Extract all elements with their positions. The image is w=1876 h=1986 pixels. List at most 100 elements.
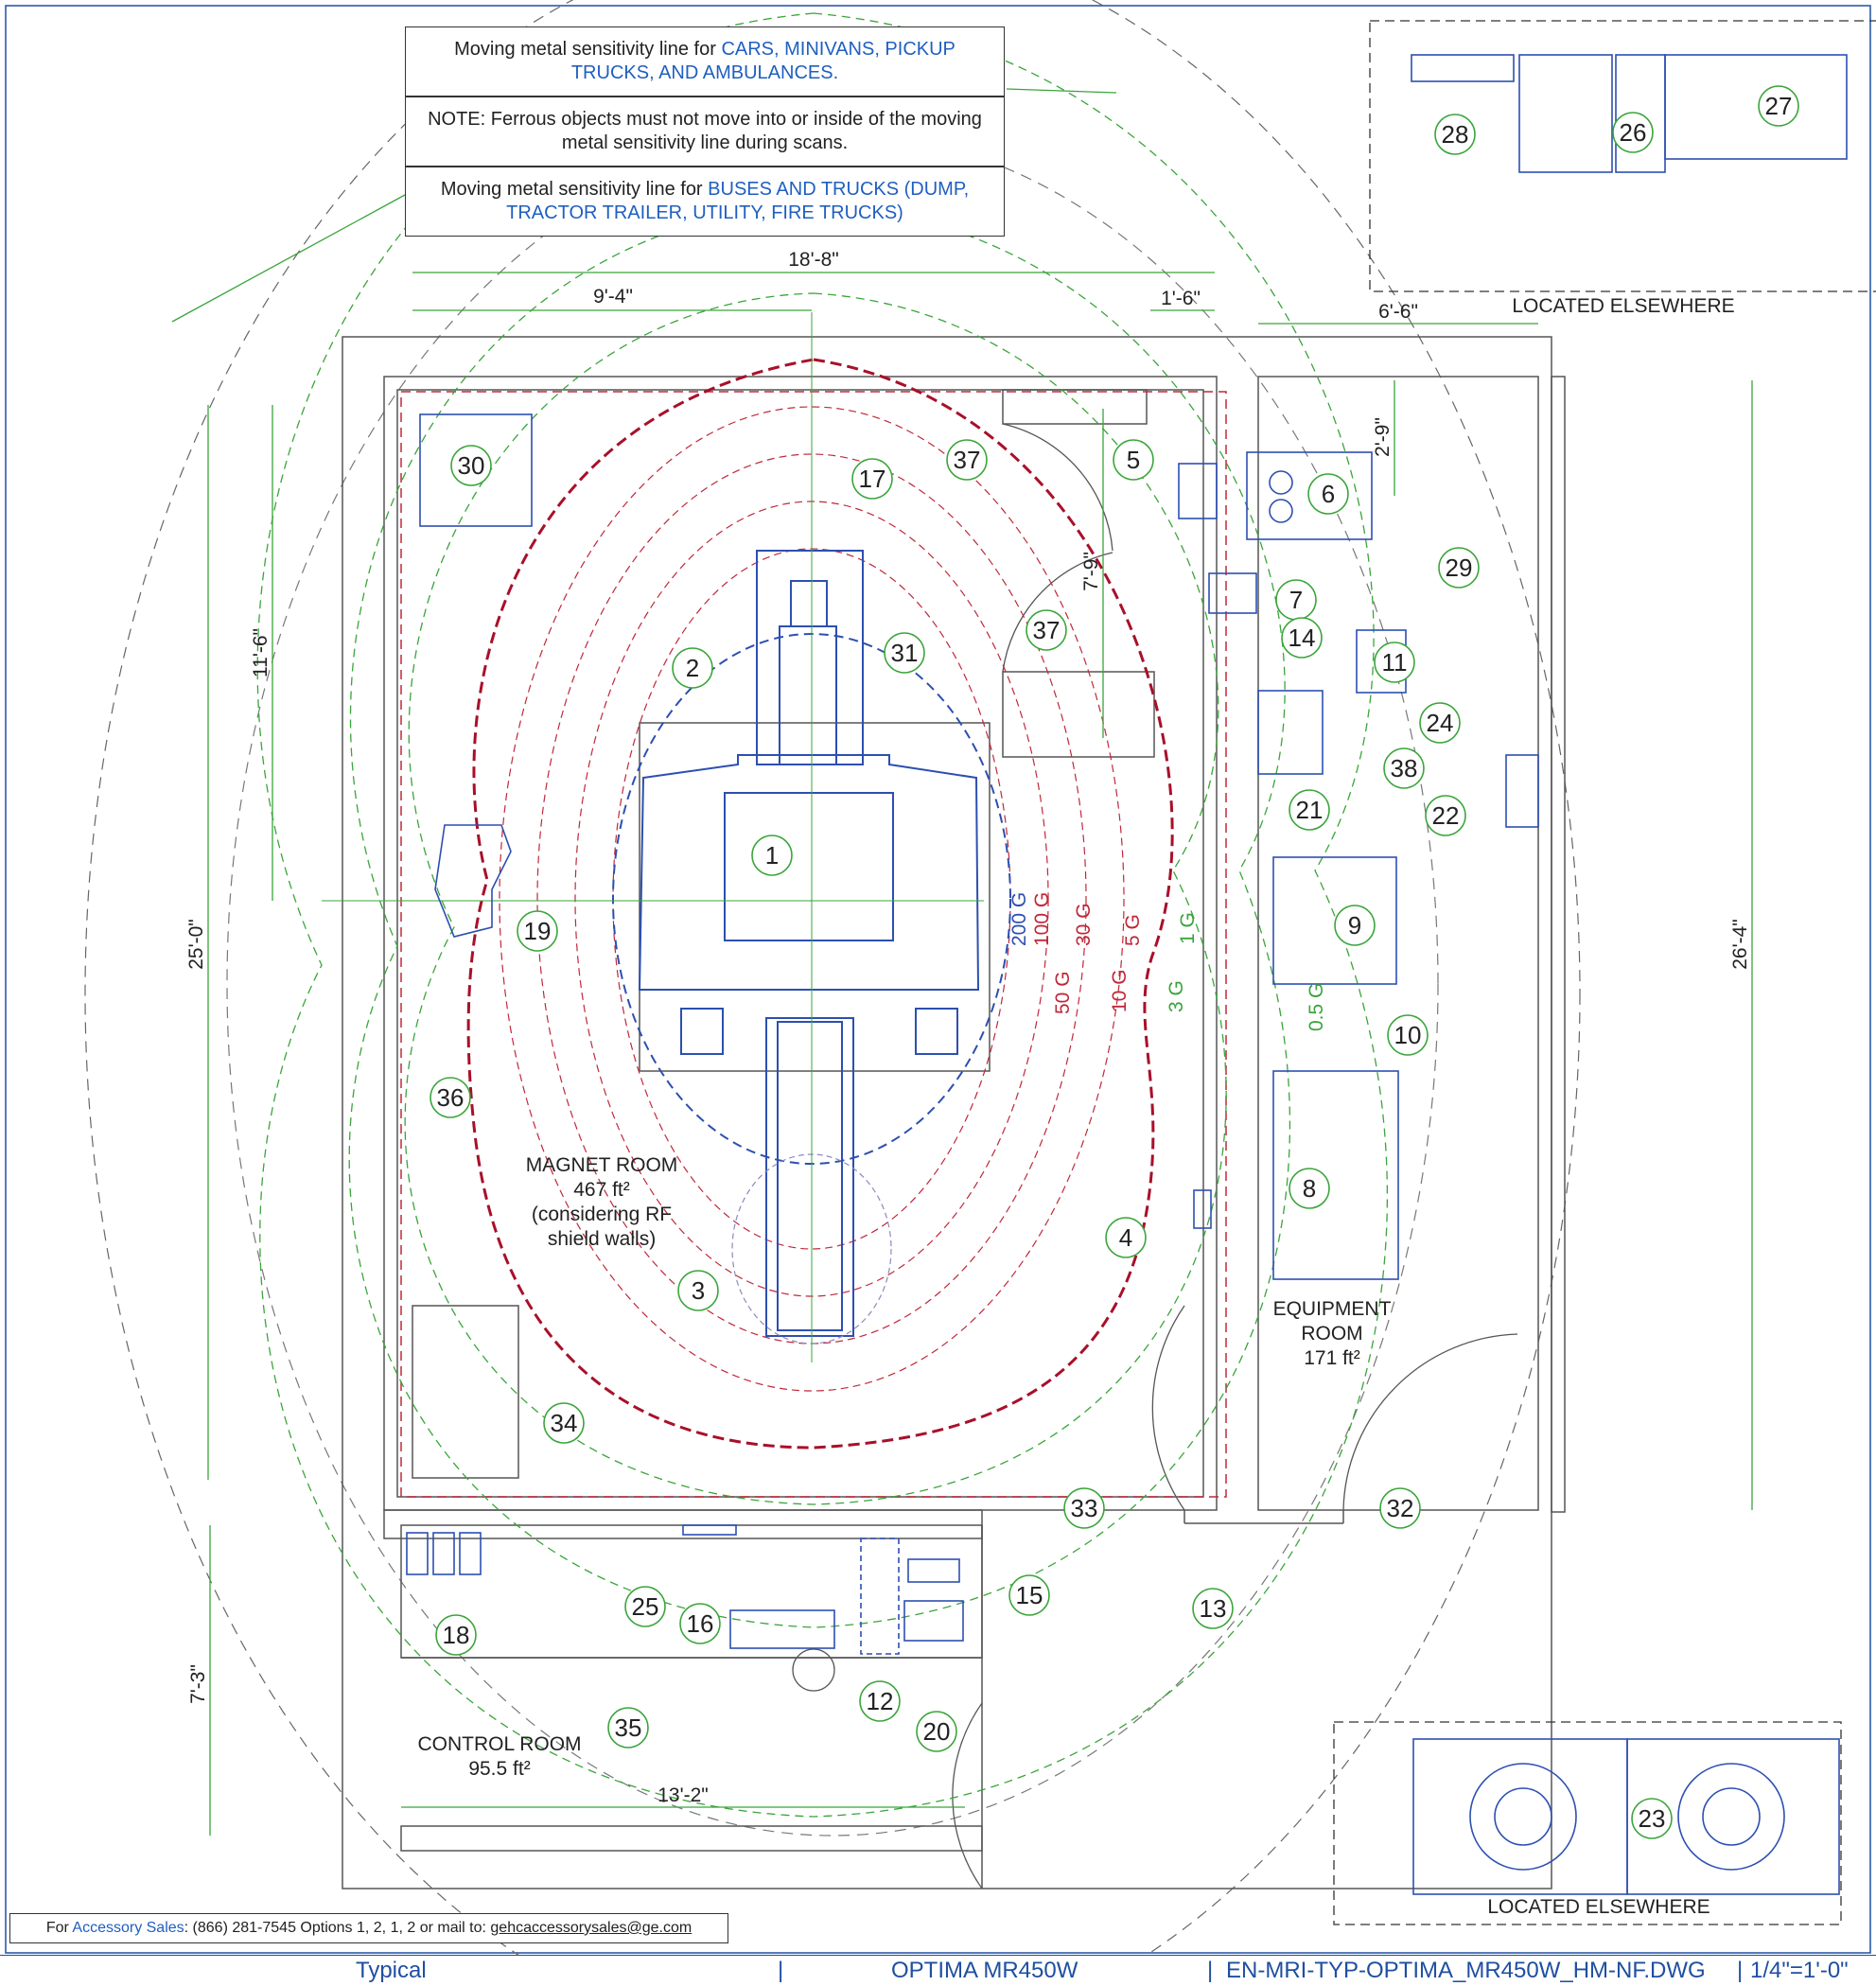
gauss-100g-label: 100 G [1031, 892, 1053, 946]
note-ferrous: NOTE: Ferrous objects must not move into… [405, 97, 1005, 167]
callout-18: 18 [436, 1615, 476, 1655]
callout-number: 5 [1127, 446, 1140, 474]
callout-number: 12 [867, 1687, 894, 1715]
callout-number: 6 [1322, 480, 1335, 508]
callout-19: 19 [517, 911, 557, 951]
gauss-50g-label: 50 G [1052, 971, 1074, 1014]
gauss-5g-contour [468, 360, 1172, 1448]
gantry-top [757, 551, 863, 765]
magnet-room-note-2: shield walls) [548, 1228, 656, 1250]
magnet-room-note-1: (considering RF [532, 1204, 672, 1225]
callout-10: 10 [1388, 1015, 1428, 1055]
note-buses-line: Moving metal sensitivity line for BUSES … [405, 167, 1005, 237]
dim-26-4: 26'-4" [1729, 919, 1751, 970]
callout-number: 29 [1446, 554, 1473, 582]
callout-number: 3 [692, 1276, 705, 1305]
callout-number: 30 [458, 451, 485, 480]
callout-37: 37 [1026, 610, 1066, 650]
callout-number: 1 [765, 841, 779, 870]
callout-number: 33 [1071, 1494, 1098, 1522]
callout-number: 8 [1303, 1174, 1316, 1203]
equipment-room-area: 171 ft² [1304, 1347, 1360, 1369]
dim-13-2: 13'-2" [657, 1784, 709, 1806]
gauss-3g-label: 3 G [1166, 980, 1187, 1012]
dim-7-9: 7'-9" [1080, 552, 1102, 591]
callout-number: 2 [686, 654, 699, 682]
callout-number: 35 [615, 1714, 642, 1742]
callout-23: 23 [1632, 1799, 1672, 1838]
callout-number: 10 [1394, 1021, 1422, 1049]
note-cars-line: Moving metal sensitivity line for CARS, … [405, 26, 1005, 97]
title-bar: Typical | OPTIMA MR450W | EN-MRI-TYP-OPT… [0, 1955, 1876, 1986]
callout-2: 2 [673, 648, 712, 688]
callout-11: 11 [1375, 642, 1414, 682]
callout-number: 31 [891, 639, 919, 667]
callout-number: 17 [859, 465, 886, 493]
callout-8: 8 [1289, 1169, 1329, 1208]
callout-14: 14 [1282, 618, 1322, 658]
callout-13: 13 [1193, 1589, 1233, 1628]
callout-number: 37 [954, 446, 981, 474]
gauss-05g-label: 0.5 G [1306, 983, 1327, 1031]
gauss-1g-contour [349, 203, 1289, 1627]
dim-1-6: 1'-6" [1161, 288, 1201, 309]
dim-18-8: 18'-8" [788, 249, 839, 271]
callout-17: 17 [852, 459, 892, 499]
title-sep-1: | [778, 1958, 783, 1984]
callout-number: 13 [1200, 1594, 1227, 1623]
callout-number: 16 [687, 1609, 714, 1638]
dim-11-6: 11'-6" [250, 628, 272, 677]
cars-sensitivity-line [227, 132, 1438, 1836]
callout-12: 12 [860, 1681, 900, 1721]
walls [342, 337, 1565, 1889]
located-elsewhere-top: LOCATED ELSEWHERE [1512, 295, 1734, 317]
callout-15: 15 [1009, 1575, 1049, 1615]
equipment-room-label-2: ROOM [1301, 1323, 1362, 1345]
dim-9-4: 9'-4" [593, 286, 633, 308]
accessory-sales-contact: For Accessory Sales: (866) 281-7545 Opti… [9, 1913, 728, 1943]
gauss-5g-label: 5 G [1122, 914, 1144, 946]
callout-4: 4 [1106, 1218, 1146, 1257]
callout-number: 22 [1432, 801, 1460, 830]
callout-number: 7 [1289, 586, 1303, 614]
magnet-room-label: MAGNET ROOM [526, 1154, 678, 1176]
title-sep-2: | [1207, 1958, 1213, 1984]
title-product: OPTIMA MR450W [891, 1958, 1078, 1984]
callout-27: 27 [1759, 86, 1798, 126]
accessory-sales-email[interactable]: gehcaccessorysales@ge.com [490, 1920, 692, 1936]
callout-number: 20 [923, 1717, 951, 1746]
callout-number: 32 [1387, 1494, 1414, 1522]
dim-25-0: 25'-0" [185, 919, 207, 970]
magnet [640, 755, 978, 990]
callout-5: 5 [1113, 440, 1153, 480]
dim-6-6: 6'-6" [1378, 301, 1418, 323]
callout-37: 37 [947, 440, 987, 480]
callout-number: 37 [1033, 616, 1061, 644]
callout-34: 34 [544, 1403, 584, 1443]
accessory-sales-link[interactable]: Accessory Sales [72, 1920, 184, 1936]
callout-7: 7 [1276, 580, 1316, 620]
callout-20: 20 [917, 1712, 956, 1751]
magnet-room-area: 467 ft² [573, 1179, 630, 1201]
callout-22: 22 [1426, 796, 1465, 835]
callout-number: 19 [524, 917, 552, 945]
callout-number: 23 [1639, 1804, 1666, 1833]
callout-29: 29 [1439, 548, 1479, 588]
callout-number: 14 [1289, 624, 1316, 652]
callout-number: 27 [1765, 92, 1793, 120]
title-scale: 1/4"=1'-0" [1750, 1958, 1849, 1984]
patient-table [766, 1018, 853, 1336]
title-sep-3: | [1737, 1958, 1743, 1984]
callout-9: 9 [1335, 905, 1375, 945]
callout-38: 38 [1384, 748, 1424, 788]
callout-number: 24 [1427, 709, 1454, 737]
control-room-label: CONTROL ROOM [417, 1733, 581, 1755]
callout-21: 21 [1289, 790, 1329, 830]
item-22 [1506, 755, 1538, 827]
callout-6: 6 [1308, 474, 1348, 514]
gauss-10g-label: 10 G [1109, 969, 1131, 1012]
gauss-200g-label: 200 G [1008, 892, 1030, 946]
callout-number: 25 [632, 1592, 659, 1621]
callout-number: 28 [1442, 120, 1469, 149]
